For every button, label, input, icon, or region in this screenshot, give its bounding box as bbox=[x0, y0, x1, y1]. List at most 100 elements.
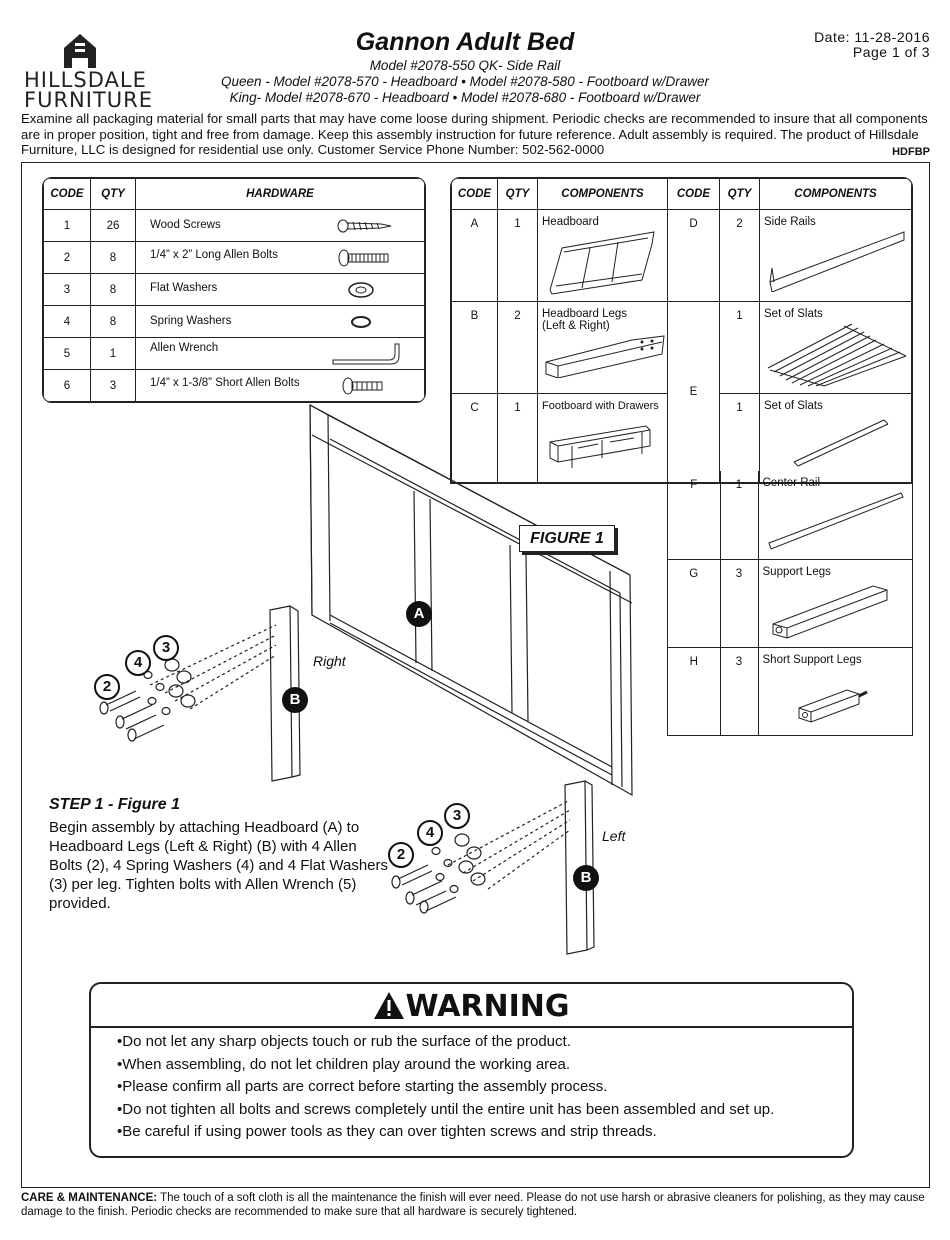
warning-box: WARNING Do not let any sharp objects tou… bbox=[89, 982, 854, 1158]
table-row: F 1 Center Rail bbox=[668, 471, 912, 560]
component-qty: 1 bbox=[719, 393, 760, 483]
list-item: When assembling, do not let children pla… bbox=[117, 1054, 774, 1077]
center-rail-icon bbox=[767, 492, 904, 550]
hardware-cell: Allen Wrench bbox=[135, 337, 425, 370]
figure-label: FIGURE 1 bbox=[519, 525, 615, 552]
col-qty: QTY bbox=[719, 178, 760, 210]
allen-wrench-icon bbox=[332, 343, 400, 364]
components-header-row: CODE QTY COMPONENTS CODE QTY COMPONENTS bbox=[451, 178, 912, 210]
content-frame bbox=[21, 162, 930, 1188]
component-name: Support Legs bbox=[762, 565, 831, 578]
hardware-cell: Spring Washers bbox=[135, 305, 425, 338]
component-name: Side Rails bbox=[764, 216, 816, 228]
logo-line-1: HILLSDALE bbox=[24, 68, 147, 92]
step-title: STEP 1 - Figure 1 bbox=[49, 796, 180, 813]
hardware-cell: Flat Washers bbox=[135, 273, 425, 306]
subtitle-3: King- Model #2078-670 - Headboard • Mode… bbox=[229, 90, 701, 105]
label-left: Left bbox=[602, 828, 626, 844]
table-row: G 3 Support Legs bbox=[668, 558, 912, 648]
list-item: Do not let any sharp objects touch or ru… bbox=[117, 1031, 774, 1054]
hardware-cell: 1/4” x 2” Long Allen Bolts bbox=[135, 241, 425, 274]
care-maintenance: CARE & MAINTENANCE: The touch of a soft … bbox=[21, 1192, 933, 1219]
component-qty: 1 bbox=[719, 471, 759, 560]
component-name: Short Support Legs bbox=[762, 653, 862, 666]
short-support-leg-icon bbox=[798, 688, 868, 723]
component-name: Set of Slats bbox=[764, 308, 823, 320]
warning-list: Do not let any sharp objects touch or ru… bbox=[117, 1031, 774, 1144]
component-name: Footboard with Drawers bbox=[542, 400, 659, 412]
list-item: Do not tighten all bolts and screws comp… bbox=[117, 1099, 774, 1122]
allen-bolt-icon bbox=[338, 249, 389, 266]
callout-4-left: 4 bbox=[417, 820, 443, 846]
callout-3-right: 3 bbox=[153, 635, 179, 661]
date-block: Date: 11-28-2016 Page 1 of 3 bbox=[814, 30, 930, 60]
col-qty: QTY bbox=[90, 178, 136, 210]
component-cell: Set of Slats bbox=[759, 301, 912, 394]
component-cell: Short Support Legs bbox=[757, 646, 912, 735]
hardware-name: 1/4” x 1-3/8” Short Allen Bolts bbox=[150, 376, 300, 389]
component-qty: 2 bbox=[719, 209, 760, 302]
col-code: CODE bbox=[451, 178, 498, 210]
hardware-cell: Wood Screws bbox=[135, 209, 425, 242]
callout-b-right: B bbox=[282, 687, 308, 713]
component-code: D bbox=[667, 209, 720, 302]
callout-2-right: 2 bbox=[94, 674, 120, 700]
component-name: Headboard bbox=[542, 216, 599, 228]
slats-icon bbox=[767, 323, 907, 387]
component-name-sub: (Left & Right) bbox=[542, 320, 610, 332]
care-text: The touch of a soft cloth is all the mai… bbox=[21, 1192, 925, 1218]
care-label: CARE & MAINTENANCE: bbox=[21, 1192, 158, 1204]
table-row: 2 8 1/4” x 2” Long Allen Bolts bbox=[43, 241, 425, 274]
col-qty: QTY bbox=[497, 178, 538, 210]
table-row: C 1 Footboard with Drawers 1 Set of Slat… bbox=[451, 393, 912, 483]
component-cell: Side Rails bbox=[759, 209, 912, 302]
subtitle-2: Queen - Model #2078-570 - Headboard • Mo… bbox=[220, 74, 709, 89]
document-code: HDFBP bbox=[892, 146, 930, 158]
callout-2-left: 2 bbox=[388, 842, 414, 868]
logo-line-2: FURNITURE bbox=[24, 88, 154, 112]
hillsdale-logo: HILLSDALE FURNITURE bbox=[24, 32, 154, 112]
warning-heading: WARNING bbox=[91, 984, 852, 1028]
component-qty: 2 bbox=[497, 301, 538, 394]
hardware-cell: 1/4” x 1-3/8” Short Allen Bolts bbox=[135, 369, 425, 402]
footboard-icon bbox=[549, 425, 651, 468]
warning-triangle-icon bbox=[374, 992, 405, 1019]
components-table: CODE QTY COMPONENTS CODE QTY COMPONENTS … bbox=[450, 177, 913, 484]
table-row: 1 26 Wood Screws bbox=[43, 209, 425, 242]
table-row: A 1 Headboard D 2 Side Rails bbox=[451, 209, 912, 302]
col-hardware: HARDWARE bbox=[135, 178, 425, 210]
callout-a: A bbox=[406, 601, 432, 627]
component-code: F bbox=[668, 471, 721, 560]
col-code: CODE bbox=[43, 178, 91, 210]
date-text: Date: 11-28-2016 bbox=[814, 29, 930, 45]
component-qty: 1 bbox=[719, 301, 760, 394]
slats-small-icon bbox=[793, 419, 889, 467]
table-row: 6 3 1/4” x 1-3/8” Short Allen Bolts bbox=[43, 369, 425, 402]
list-item: Please confirm all parts are correct bef… bbox=[117, 1076, 774, 1099]
hardware-header-row: CODE QTY HARDWARE bbox=[43, 178, 425, 210]
hardware-name: Spring Washers bbox=[150, 314, 232, 327]
component-code: E bbox=[667, 301, 720, 483]
component-name: Center Rail bbox=[762, 477, 821, 489]
headboard-legs-icon bbox=[545, 335, 665, 379]
component-cell: Support Legs bbox=[757, 558, 912, 648]
component-code: C bbox=[451, 393, 498, 483]
component-name: Set of Slats bbox=[764, 400, 823, 412]
component-code: H bbox=[668, 646, 721, 735]
table-row: 4 8 Spring Washers bbox=[43, 305, 425, 338]
headboard-icon bbox=[549, 231, 655, 295]
hardware-code: 2 bbox=[43, 241, 91, 274]
flat-washer-icon bbox=[348, 281, 374, 298]
component-qty: 1 bbox=[497, 209, 538, 302]
short-allen-bolt-icon bbox=[342, 377, 383, 394]
hardware-qty: 8 bbox=[90, 305, 136, 338]
component-code: A bbox=[451, 209, 498, 302]
intro-text: Examine all packaging material for small… bbox=[21, 111, 928, 157]
components-table-continued: F 1 Center Rail G 3 Support Legs H 3 Sho… bbox=[667, 471, 913, 736]
hardware-code: 1 bbox=[43, 209, 91, 242]
house-logo-icon bbox=[64, 34, 96, 68]
warning-heading-text: WARNING bbox=[405, 989, 570, 1024]
component-cell: Footboard with Drawers bbox=[537, 393, 668, 483]
component-name: Headboard Legs bbox=[542, 308, 628, 320]
hardware-qty: 8 bbox=[90, 273, 136, 306]
